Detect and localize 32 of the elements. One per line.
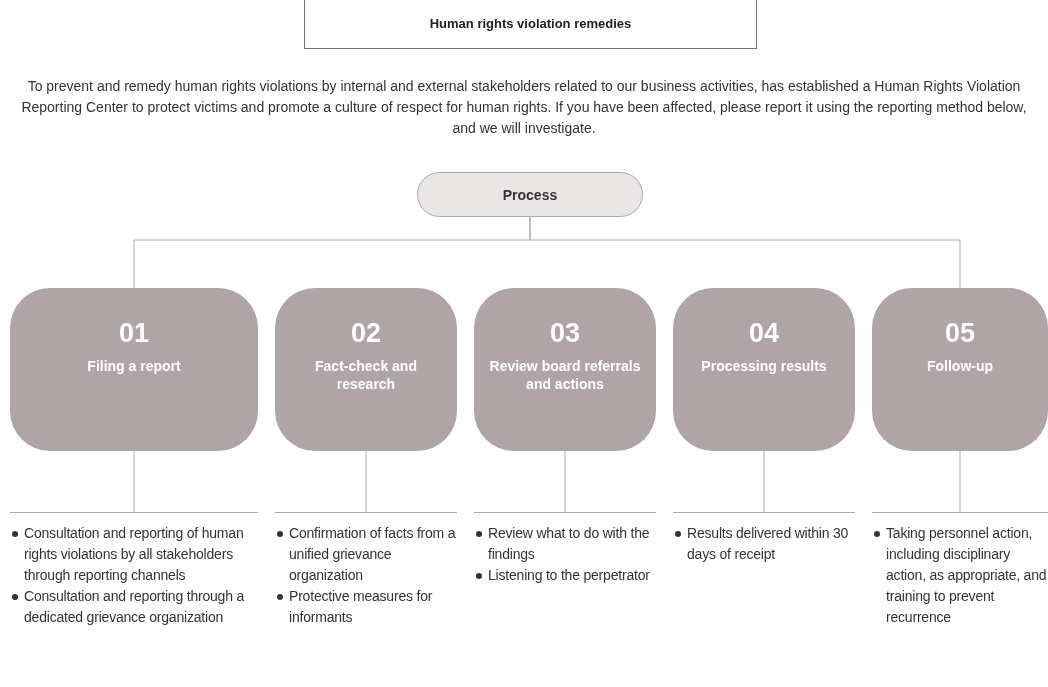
step-box [474,288,656,451]
bullet-item: Listening to the perpetrator [474,565,656,586]
step-number: 04 [747,318,780,349]
step-title: Processing results [700,357,828,375]
step-number: 05 [943,318,976,349]
process-pill: Process [417,172,643,217]
connector-line [529,216,961,289]
connector-line [564,450,566,513]
step-number: 03 [548,318,581,349]
step-box [275,288,457,451]
step-title: Filing a report [86,357,182,375]
connector-line [133,450,135,513]
bullet-item: Consultation and reporting of human rights violations by all stakeholders through reporting channels [10,523,258,586]
step-box [673,288,855,451]
bullet-item: Results delivered within 30 days of receipt [673,523,855,565]
step-number: 02 [349,318,382,349]
step-box [10,288,258,451]
connector-line [763,450,765,513]
heading: Human rights violation remedies [304,0,757,49]
connector-line [365,450,367,513]
bullet-item: Taking personnel action, including disciplinary action, as appropriate, and training to prevent recurrence [872,523,1048,628]
step-box [872,288,1048,451]
step-number: 01 [117,318,150,349]
step-title: Follow-up [925,357,995,375]
intro-paragraph: To prevent and remedy human rights violations by internal and external stakeholders related to our business activities, has established a Human Rights Violation Reporting Center to protect victims and promote a culture of respect for human rights. If you have been affected, please report it using the reporting method below, and we will investigate. [20,77,1028,138]
bullet-item: Confirmation of facts from a unified grievance organization [275,523,457,586]
bullet-item: Protective measures for informants [275,586,457,628]
step-title: Fact-check and research [314,357,418,393]
bullet-item: Review what to do with the findings [474,523,656,565]
connector-line [959,450,961,513]
bullet-item: Consultation and reporting through a dedicated grievance organization [10,586,258,628]
step-title: Review board referrals and actions [488,357,642,393]
